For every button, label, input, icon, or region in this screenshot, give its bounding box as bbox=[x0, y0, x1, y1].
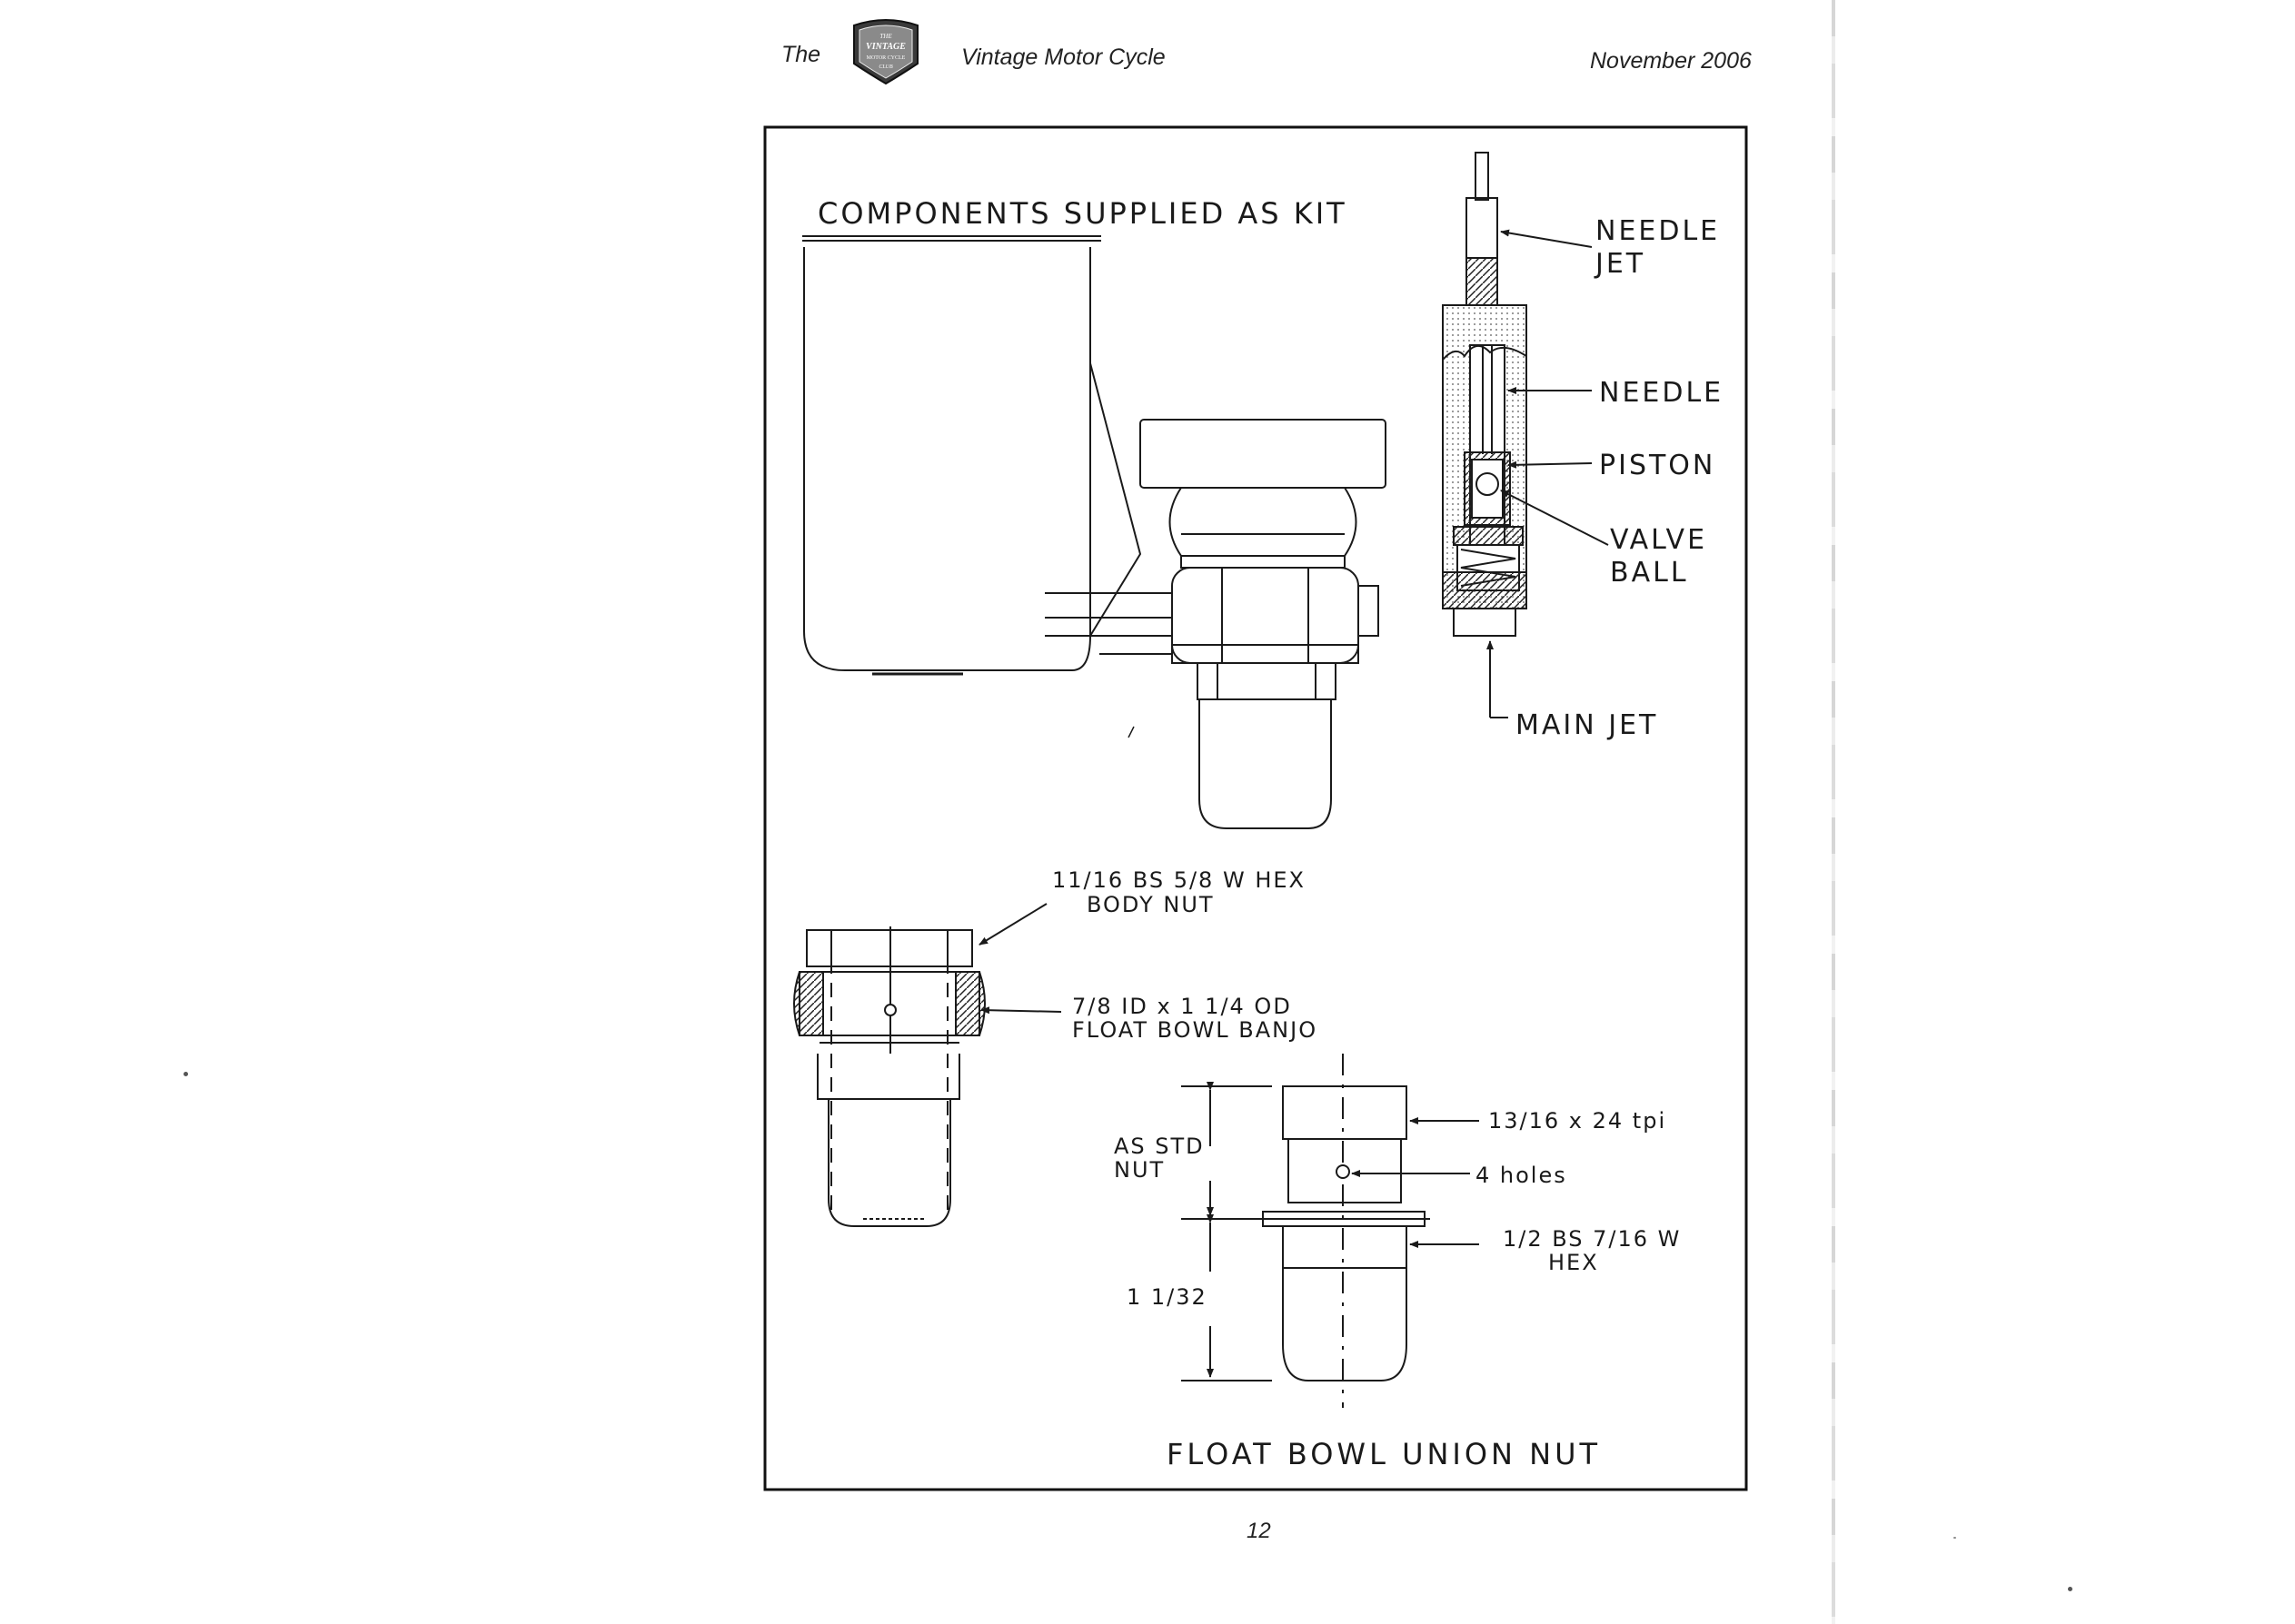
valve-ball-label-1: VALVE bbox=[1610, 524, 1707, 556]
logo-text-4: CLUB bbox=[879, 64, 893, 70]
body-nut-banjo-drawing bbox=[793, 926, 986, 1227]
kit-title: COMPONENTS SUPPLIED AS KIT bbox=[818, 196, 1347, 231]
as-std-nut-label-1: AS STD bbox=[1114, 1134, 1205, 1159]
page-edge bbox=[1832, 0, 1835, 1624]
union-nut-drawing bbox=[1181, 1054, 1430, 1408]
scan-speck bbox=[2068, 1587, 2072, 1591]
page-number: 12 bbox=[1247, 1519, 1271, 1543]
leader-lines-right bbox=[1486, 229, 1609, 718]
as-std-nut-label-2: NUT bbox=[1114, 1157, 1165, 1183]
dimension-label: 1 1/32 bbox=[1127, 1284, 1207, 1310]
header-magazine: Vintage Motor Cycle bbox=[961, 45, 1166, 70]
scan-speck bbox=[184, 1072, 188, 1076]
banjo-label-2: FLOAT BOWL BANJO bbox=[1072, 1017, 1317, 1043]
hex-label-1: 1/2 BS 7/16 W bbox=[1503, 1226, 1681, 1252]
thread-label: 13/16 x 24 tpi bbox=[1488, 1108, 1666, 1134]
needle-label: NEEDLE bbox=[1599, 377, 1724, 409]
leader-lines-lower-left bbox=[979, 903, 1062, 1015]
logo-text-1: THE bbox=[879, 33, 892, 40]
leader-lines-lower-right bbox=[1351, 1117, 1479, 1248]
needle-jet-label-1: NEEDLE bbox=[1595, 215, 1720, 247]
header-the: The bbox=[781, 42, 821, 67]
body-nut-label-1: 11/16 BS 5/8 W HEX bbox=[1052, 867, 1306, 893]
figure-frame bbox=[763, 125, 1748, 1491]
body-nut-label-2: BODY NUT bbox=[1087, 892, 1215, 917]
banjo-label-1: 7/8 ID x 1 1/4 OD bbox=[1072, 994, 1292, 1019]
club-logo: THE VINTAGE MOTOR CYCLE CLUB bbox=[853, 19, 919, 85]
needle-jet-assembly bbox=[1442, 152, 1527, 637]
scan-speck bbox=[1953, 1537, 1956, 1539]
logo-text-2: VINTAGE bbox=[866, 42, 906, 52]
kit-assembly-drawing bbox=[802, 235, 1386, 829]
valve-ball-label-2: BALL bbox=[1610, 557, 1689, 589]
union-nut-title: FLOAT BOWL UNION NUT bbox=[1167, 1437, 1601, 1471]
hex-label-2: HEX bbox=[1548, 1250, 1599, 1275]
piston-label: PISTON bbox=[1599, 450, 1715, 481]
main-jet-label: MAIN JET bbox=[1515, 709, 1658, 741]
needle-jet-label-2: JET bbox=[1594, 248, 1645, 280]
holes-label: 4 holes bbox=[1475, 1163, 1567, 1188]
header-date: November 2006 bbox=[1590, 48, 1752, 74]
logo-text-3: MOTOR CYCLE bbox=[867, 55, 906, 61]
